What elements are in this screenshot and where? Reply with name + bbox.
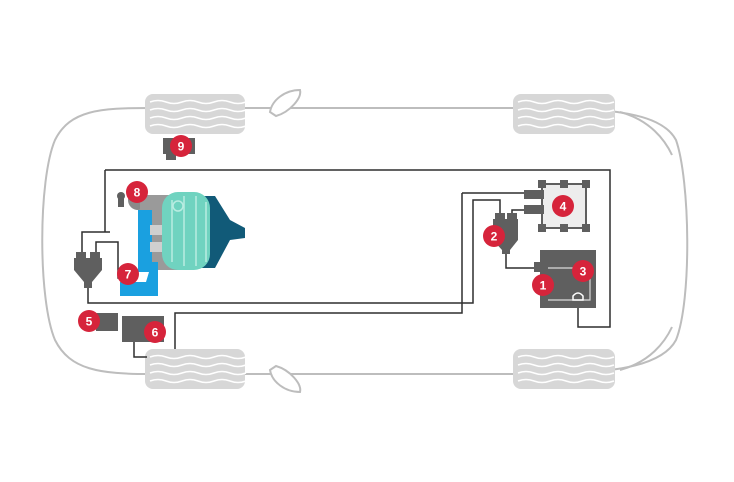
line-top-loop (105, 169, 611, 328)
badge-3: 3 (572, 260, 594, 282)
badge-9-circle (170, 135, 192, 157)
component-9-stem (166, 152, 176, 160)
tire-front-left (145, 94, 247, 134)
badge-8: 8 (126, 181, 148, 203)
badge-9: 9 (170, 135, 192, 157)
badge-8-label: 8 (134, 186, 141, 200)
side-mirror-top (268, 88, 302, 118)
badge-9-label: 9 (178, 140, 185, 154)
badge-6-circle (144, 321, 166, 343)
tire-front-right (145, 349, 247, 389)
badge-4-circle (552, 195, 574, 217)
badge-5-circle (78, 310, 100, 332)
badge-6-label: 6 (152, 326, 159, 340)
badge-2-circle (483, 225, 505, 247)
component-8-stem (118, 195, 124, 207)
badge-5-label: 5 (86, 315, 93, 329)
line-to-valve4-b (174, 193, 463, 349)
badge-3-circle (572, 260, 594, 282)
engine (120, 190, 245, 296)
component-8-tip (117, 192, 125, 200)
badge-1: 1 (532, 274, 554, 296)
badge-7-label: 7 (125, 268, 132, 282)
line-canister-left (81, 231, 110, 255)
badge-6: 6 (144, 321, 166, 343)
badge-2: 2 (483, 225, 505, 247)
badge-7-circle (117, 263, 139, 285)
badge-4: 4 (552, 195, 574, 217)
badge-8-circle (126, 181, 148, 203)
line-canister-bottom (87, 199, 501, 304)
car-hood-line (619, 111, 673, 156)
badge-1-label: 1 (540, 279, 547, 293)
badge-1-circle (532, 274, 554, 296)
component-canister-valve (74, 252, 102, 288)
car-trunk-line (619, 326, 673, 371)
component-5-block (96, 313, 118, 331)
side-mirror-bottom (268, 364, 302, 394)
line-valve2-tank (505, 250, 540, 269)
tire-rear-right (513, 349, 615, 389)
badge-4-label: 4 (560, 200, 567, 214)
badge-3-label: 3 (580, 265, 587, 279)
tire-rear-left (513, 94, 615, 134)
line-part6 (133, 340, 147, 358)
badge-2-label: 2 (491, 230, 498, 244)
badge-5: 5 (78, 310, 100, 332)
badge-7: 7 (117, 263, 139, 285)
